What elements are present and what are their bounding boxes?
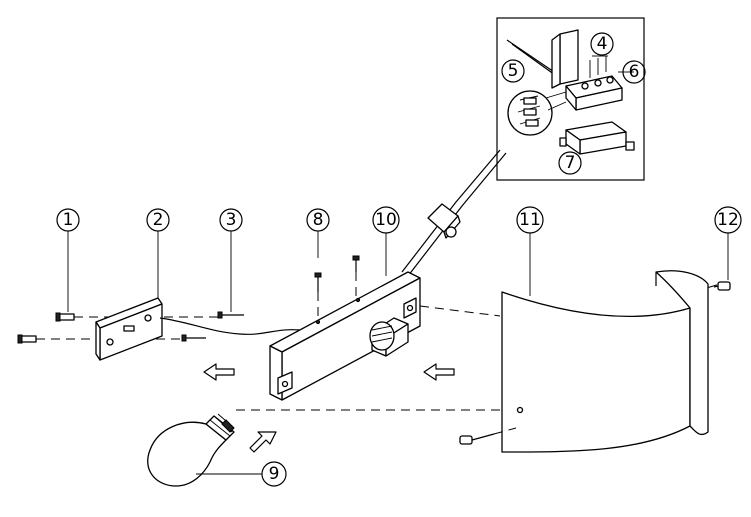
shade-screw (459, 427, 517, 445)
svg-text:7: 7 (565, 153, 576, 173)
screw-12 (713, 281, 731, 291)
callout-1: 1 (56, 208, 80, 312)
svg-text:1: 1 (63, 210, 74, 230)
screw-3b (181, 334, 206, 342)
arrow-left-1 (203, 363, 235, 381)
light-bulb (147, 413, 235, 487)
arrow-left-2 (423, 363, 455, 381)
callout-6: 6 (622, 60, 646, 84)
mounting-bracket (95, 297, 163, 361)
align-line-shade-top (419, 305, 501, 317)
callout-12: 12 (714, 206, 742, 280)
callout-11: 11 (516, 206, 544, 296)
callout-3: 3 (219, 208, 243, 312)
screw-8a (314, 272, 322, 292)
backplate (269, 271, 421, 401)
callout-8: 8 (306, 208, 330, 258)
svg-text:10: 10 (375, 210, 397, 230)
arrow-diag (249, 431, 277, 453)
svg-text:11: 11 (519, 210, 541, 230)
svg-text:4: 4 (597, 34, 608, 54)
callout-10: 10 (372, 206, 400, 276)
callout-5: 5 (501, 59, 525, 83)
power-cable (401, 149, 507, 277)
svg-text:3: 3 (226, 210, 237, 230)
internal-wire (159, 317, 301, 335)
svg-text:12: 12 (717, 210, 739, 230)
lamp-socket (369, 317, 409, 357)
svg-text:5: 5 (508, 61, 519, 81)
screw-1b-anchor (17, 334, 37, 344)
callout-4: 4 (590, 32, 614, 56)
callout-7: 7 (558, 151, 582, 175)
callout-9: 9 (196, 461, 287, 487)
svg-text:2: 2 (153, 210, 164, 230)
svg-text:8: 8 (313, 210, 324, 230)
screw-8b (352, 255, 360, 272)
wiring-detail-inset (496, 17, 645, 181)
screw-3 (217, 311, 244, 319)
screw-1-anchor (55, 312, 75, 322)
svg-text:9: 9 (269, 464, 280, 484)
svg-text:6: 6 (629, 62, 640, 82)
callout-2: 2 (146, 208, 170, 300)
lamp-shade (501, 270, 709, 453)
